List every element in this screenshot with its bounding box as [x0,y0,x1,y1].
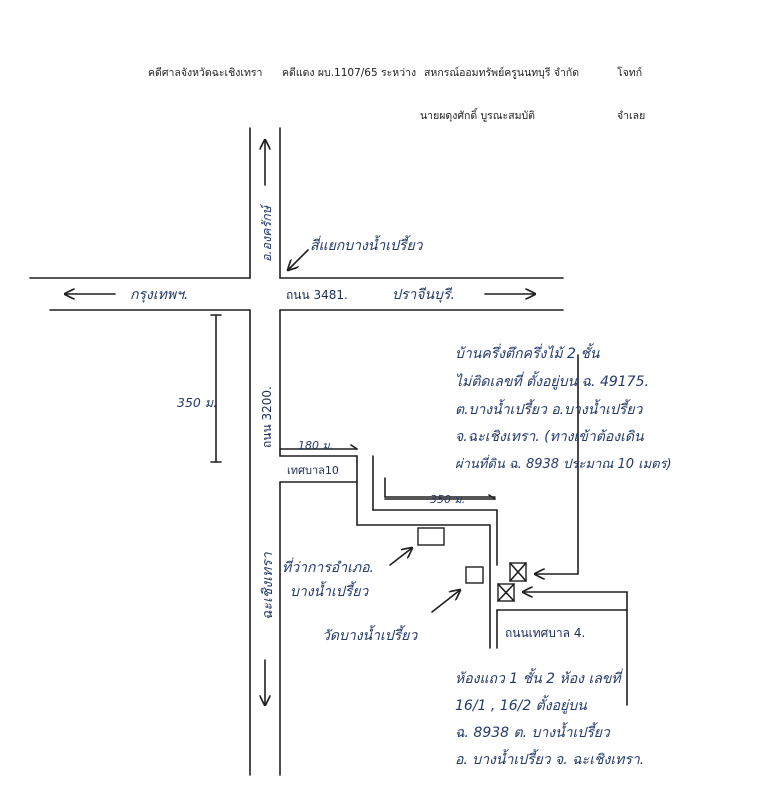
label-south: ฉะเชิงเทรา [260,551,276,620]
temple-pointer [431,590,460,613]
property1-pointer [535,354,579,574]
property2-line3: ฉ. 8938 ต. บางน้ำเปรี้ยว [455,722,611,741]
road-lines [29,127,628,776]
plaintiff-role: โจทก์ [617,67,643,79]
label-dist-180: 180 ม. [298,439,333,452]
label-district-office-2: บางน้ำเปรี้ยว [290,581,369,600]
label-dist-350-left: 350 ม. [177,395,217,410]
label-temple: วัดบางน้ำเปรี้ยว [322,625,418,644]
property1-line5: ผ่านที่ดิน ฉ. 8938 ประมาณ 10 เมตร) [455,454,672,472]
label-soi-4: ถนนเทศบาล 4. [505,626,585,640]
property1-line1: บ้านครึ่งตึกครึ่งไม้ 2 ชั้น [455,343,600,362]
label-road-3200: ถนน 3200. [260,386,274,448]
direction-arrows [65,140,628,706]
temple-building [465,566,484,584]
district-office-building [417,527,445,546]
property2-line2: 16/1 , 16/2 ตั้งอยู่บน [455,695,587,714]
defendant-name: นายผดุงศักดิ์ บูรณะสมบัติ [420,110,536,122]
property1-description: บ้านครึ่งตึกครึ่งไม้ 2 ชั้น ไม่ติดเลขที่… [455,343,672,472]
label-east: ปราจีนบุรี. [392,287,455,303]
court-name: คดีศาลจังหวัดฉะเชิงเทรา [148,67,263,79]
property2-marker [497,583,515,602]
property1-line3: ต.บางน้ำเปรี้ยว อ.บางน้ำเปรี้ยว [455,399,644,418]
label-soi-10: เทศบาล10 [287,464,339,477]
property1-marker [509,562,527,582]
district-office-pointer [389,548,412,566]
property2-pointer [523,592,628,706]
property2-line4: อ. บางน้ำเปรี้ยว จ. ฉะเชิงเทรา. [455,749,644,768]
label-dist-350-mid: 350 ม. [430,493,465,506]
label-highway: ถนน 3481. [286,288,348,302]
label-west: กรุงเทพฯ. [130,287,188,303]
property2-line1: ห้องแถว 1 ชั้น 2 ห้อง เลขที่ [455,668,624,687]
plaintiff-name: สหกรณ์ออมทรัพย์ครูนนทบุรี จำกัด [424,67,580,79]
label-junction: สี่แยกบางน้ำเปรี้ยว [310,235,424,254]
property1-line4: จ.ฉะเชิงเทรา. (ทางเข้าต้องเดิน [455,429,644,445]
case-number: คดีแดง ผบ.1107/65 ระหว่าง [282,67,417,79]
defendant-role: จำเลย [617,110,646,122]
label-district-office-1: ที่ว่าการอำเภอ. [282,557,374,576]
property2-description: ห้องแถว 1 ชั้น 2 ห้อง เลขที่ 16/1 , 16/2… [455,668,644,768]
junction-pointer [288,249,309,270]
property1-line2: ไม่ติดเลขที่ ตั้งอยู่บน ฉ. 49175. [455,371,649,390]
label-road-north: อ.องครักษ์ [259,203,274,262]
